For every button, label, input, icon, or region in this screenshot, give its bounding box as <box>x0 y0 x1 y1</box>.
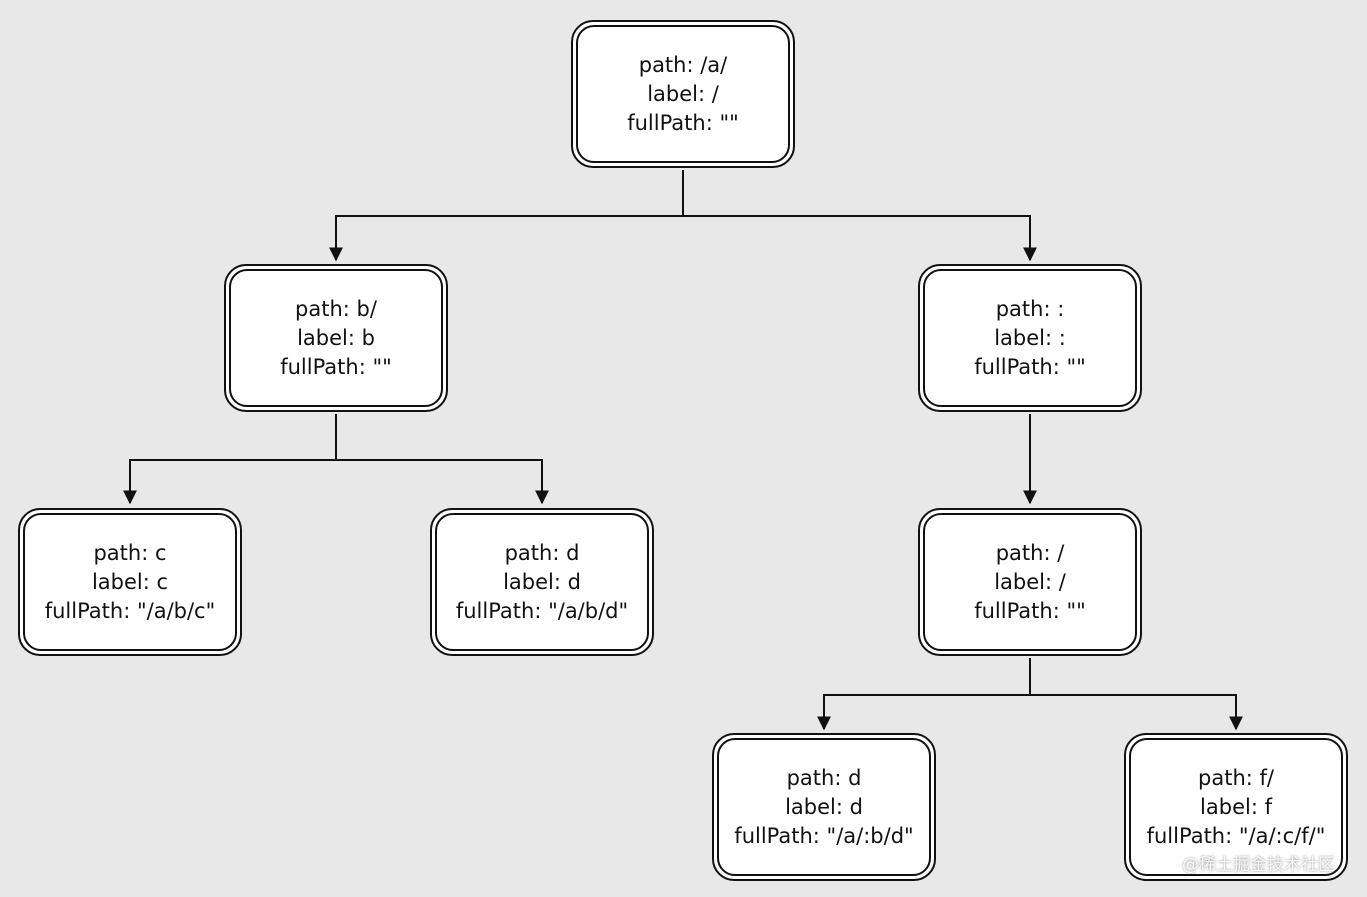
node-d-right-box: path: d label: d fullPath: "/a/:b/d" <box>717 738 931 876</box>
node-slash-box: path: / label: / fullPath: "" <box>923 513 1137 651</box>
node-f-box: path: f/ label: f fullPath: "/a/:c/f/" <box>1129 738 1343 876</box>
node-d-right: path: d label: d fullPath: "/a/:b/d" <box>712 733 936 881</box>
edge-b-to-d <box>336 459 549 505</box>
node-slash-fullpath: fullPath: "" <box>974 598 1086 623</box>
watermark: @稀土掘金技术社区 <box>1182 855 1335 875</box>
node-root: path: /a/ label: / fullPath: "" <box>571 20 795 168</box>
node-c-path: path: c <box>93 540 167 565</box>
node-d-left-label: label: d <box>503 569 581 594</box>
node-colon-label: label: : <box>994 325 1066 350</box>
node-c: path: c label: c fullPath: "/a/b/c" <box>18 508 242 656</box>
edge-slash-to-d <box>817 658 1031 731</box>
node-f: path: f/ label: f fullPath: "/a/:c/f/" <box>1124 733 1348 881</box>
node-d-left-box: path: d label: d fullPath: "/a/b/d" <box>435 513 649 651</box>
node-d-left-path: path: d <box>504 540 580 565</box>
node-root-fullpath: fullPath: "" <box>627 110 739 135</box>
node-d-left-fullpath: fullPath: "/a/b/d" <box>455 598 629 623</box>
node-slash-label: label: / <box>994 569 1066 594</box>
edge-root-to-b <box>329 170 684 262</box>
node-f-path: path: f/ <box>1198 765 1274 790</box>
node-root-box: path: /a/ label: / fullPath: "" <box>576 25 790 163</box>
node-colon-box: path: : label: : fullPath: "" <box>923 269 1137 407</box>
edge-root-to-colon <box>683 215 1037 262</box>
node-colon-path: path: : <box>995 296 1065 321</box>
node-slash-path: path: / <box>995 540 1065 565</box>
node-c-box: path: c label: c fullPath: "/a/b/c" <box>23 513 237 651</box>
node-f-label: label: f <box>1200 794 1272 819</box>
node-c-label: label: c <box>91 569 169 594</box>
node-colon: path: : label: : fullPath: "" <box>918 264 1142 412</box>
node-d-left: path: d label: d fullPath: "/a/b/d" <box>430 508 654 656</box>
node-b-label: label: b <box>297 325 375 350</box>
node-b-path: path: b/ <box>295 296 377 321</box>
edge-b-to-c <box>123 414 337 505</box>
node-colon-fullpath: fullPath: "" <box>974 354 1086 379</box>
node-d-right-fullpath: fullPath: "/a/:b/d" <box>734 823 914 848</box>
node-d-right-path: path: d <box>786 765 862 790</box>
node-b-box: path: b/ label: b fullPath: "" <box>229 269 443 407</box>
node-f-fullpath: fullPath: "/a/:c/f/" <box>1146 823 1326 848</box>
node-root-path: path: /a/ <box>638 52 728 77</box>
node-root-label: label: / <box>647 81 719 106</box>
node-c-fullpath: fullPath: "/a/b/c" <box>44 598 216 623</box>
node-b-fullpath: fullPath: "" <box>280 354 392 379</box>
node-slash: path: / label: / fullPath: "" <box>918 508 1142 656</box>
node-d-right-label: label: d <box>785 794 863 819</box>
edge-slash-to-f <box>1030 694 1243 731</box>
node-b: path: b/ label: b fullPath: "" <box>224 264 448 412</box>
